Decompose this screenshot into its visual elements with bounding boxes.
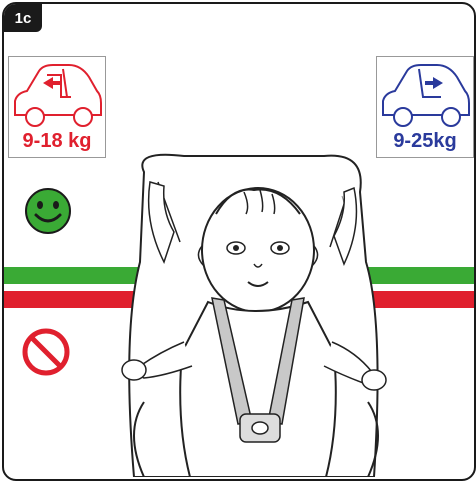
car-forward-facing-seat-icon (377, 57, 473, 137)
weight-label-right: 9-25kg (377, 130, 473, 153)
baby-in-car-seat-illustration (104, 152, 404, 477)
green-smiley-icon (24, 187, 72, 235)
car-rear-facing-seat-icon (9, 57, 105, 137)
car-mode-right: 9-25kg (376, 56, 474, 158)
prohibition-icon (20, 326, 72, 378)
weight-label-left: 9-18 kg (9, 130, 105, 153)
step-label: 1c (4, 4, 42, 32)
car-mode-left: 9-18 kg (8, 56, 106, 158)
